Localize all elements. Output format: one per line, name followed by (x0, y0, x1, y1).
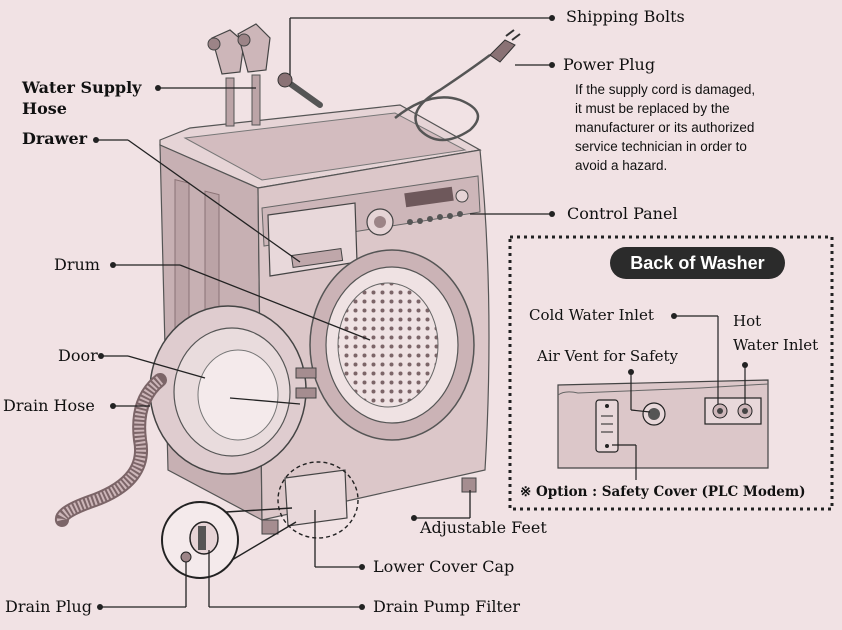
power-note-line: avoid a hazard. (575, 158, 668, 173)
back-leader-lines (612, 315, 746, 480)
option-safety-cover-note: ※ Option : Safety Cover (PLC Modem) (520, 484, 806, 500)
shipping-bolt (277, 72, 323, 108)
label-water-supply-hose-line2: Hose (22, 99, 67, 118)
label-shipping-bolts: Shipping Bolts (566, 7, 685, 26)
leader-lines (96, 17, 552, 608)
label-cold-water-inlet: Cold Water Inlet (529, 306, 654, 324)
power-note-line: service technician in order to (575, 139, 747, 154)
power-plug-note: If the supply cord is damaged, it must b… (575, 80, 820, 175)
label-power-plug: Power Plug (563, 55, 656, 74)
drain-filter-detail (161, 501, 297, 579)
label-door: Door (58, 346, 98, 365)
back-panel-box (508, 235, 834, 511)
water-supply-hoses (207, 23, 271, 127)
label-adjustable-feet: Adjustable Feet (420, 518, 547, 537)
label-water-supply-hose-line1: Water Supply (22, 78, 142, 97)
power-note-line: it must be replaced by the (575, 101, 730, 116)
label-drawer: Drawer (22, 129, 88, 148)
door (149, 305, 317, 475)
label-drain-hose: Drain Hose (3, 396, 95, 415)
power-note-line: manufacturer or its authorized (575, 120, 755, 135)
label-hot-water-inlet-line1: Hot (733, 312, 762, 330)
drain-hose (55, 373, 167, 527)
back-of-washer-title: Back of Washer (610, 247, 785, 279)
power-note-line: If the supply cord is damaged, (575, 82, 756, 97)
label-control-panel: Control Panel (567, 204, 678, 223)
label-air-vent: Air Vent for Safety (537, 347, 679, 365)
label-lower-cover-cap: Lower Cover Cap (373, 557, 515, 576)
label-drain-plug: Drain Plug (5, 597, 92, 616)
label-hot-water-inlet-line2: Water Inlet (733, 336, 819, 354)
label-drain-pump-filter: Drain Pump Filter (373, 597, 520, 616)
power-cord (394, 29, 521, 142)
label-drum: Drum (54, 255, 100, 274)
leader-dots (93, 15, 555, 610)
